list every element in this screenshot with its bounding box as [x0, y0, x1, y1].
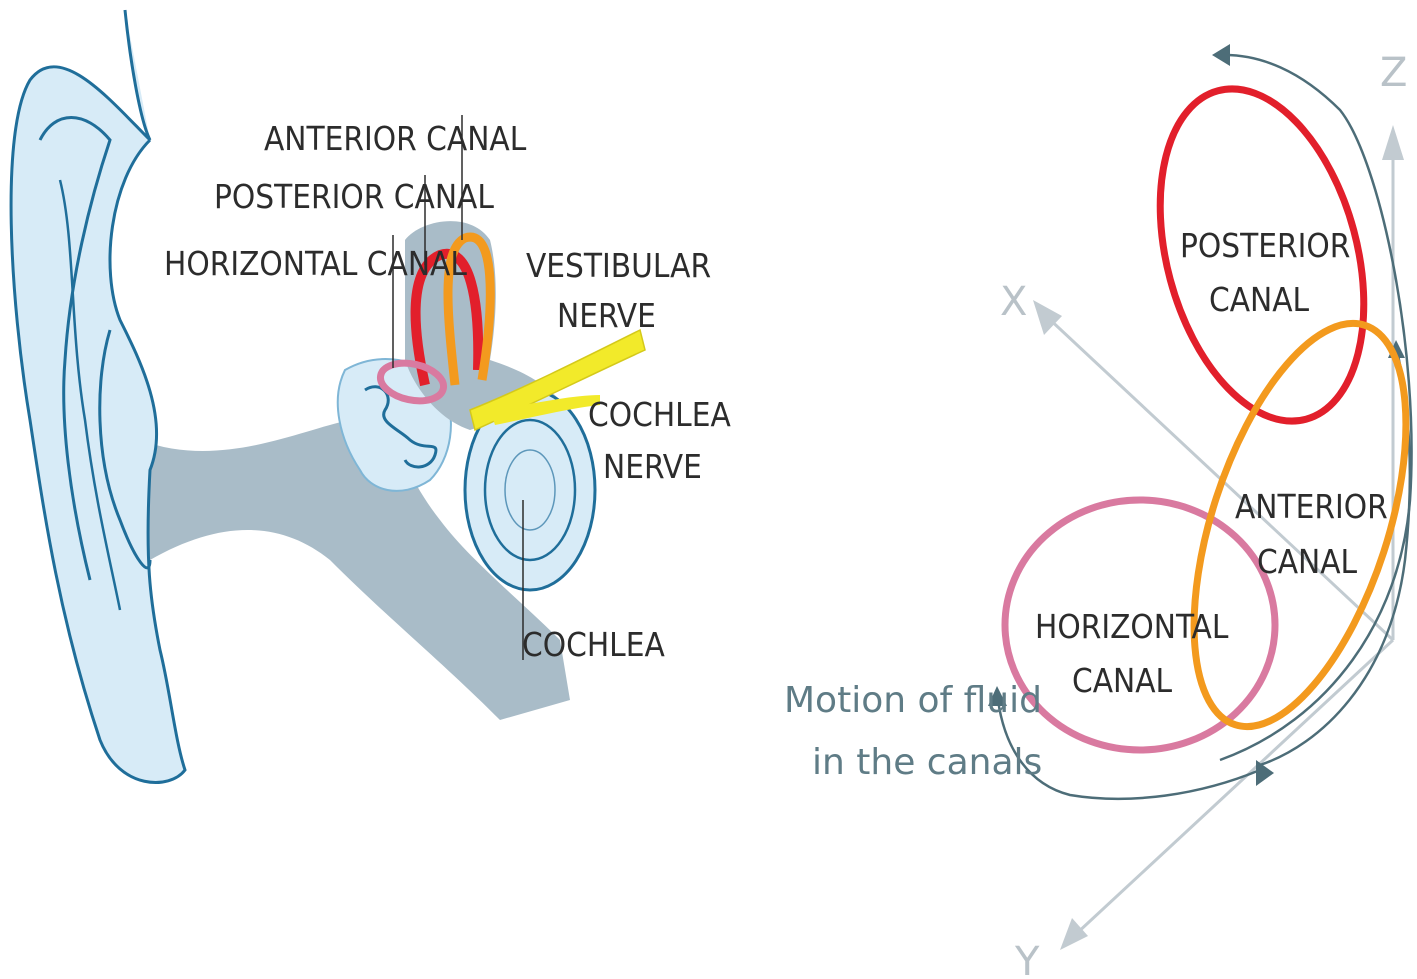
axis-x-arrowhead: [1033, 300, 1062, 335]
axis-y-arrowhead: [1060, 918, 1088, 950]
label-anterior-canal: ANTERIOR CANAL: [264, 119, 527, 158]
label-posterior-canal-line2: CANAL: [1209, 280, 1310, 319]
canal-orientation-diagram: Z X Y POSTERIOR CANAL ANTERIOR CANAL HOR…: [784, 44, 1417, 979]
motion-arrowhead-top: [1212, 44, 1230, 66]
axis-y-label: Y: [1014, 939, 1040, 979]
motion-note-line1: Motion of fluid: [784, 680, 1042, 721]
label-vestibular-nerve-1: VESTIBULAR: [526, 246, 711, 285]
label-posterior-canal: POSTERIOR CANAL: [214, 177, 494, 216]
label-horizontal-canal: HORIZONTAL CANAL: [164, 244, 467, 283]
label-cochlea-nerve-1: COCHLEA: [588, 395, 731, 434]
axis-z-label: Z: [1380, 50, 1407, 96]
motion-note-line2: in the canals: [812, 742, 1042, 783]
ear-anatomy: ANTERIOR CANAL POSTERIOR CANAL HORIZONTA…: [11, 10, 731, 782]
label-vestibular-nerve-2: NERVE: [557, 296, 656, 335]
label-anterior-canal-line2: CANAL: [1257, 542, 1358, 581]
label-anterior-canal-line1: ANTERIOR: [1235, 487, 1388, 526]
label-horizontal-canal-line1: HORIZONTAL: [1035, 607, 1229, 646]
axis-x-line: [1045, 315, 1393, 640]
label-cochlea: COCHLEA: [522, 625, 665, 664]
axis-z-arrowhead: [1382, 125, 1404, 160]
label-cochlea-nerve-2: NERVE: [603, 447, 702, 486]
label-posterior-canal-line1: POSTERIOR: [1180, 226, 1350, 265]
pinna-shape: [11, 10, 185, 782]
axis-x-label: X: [1000, 279, 1027, 325]
label-horizontal-canal-line2: CANAL: [1072, 661, 1173, 700]
